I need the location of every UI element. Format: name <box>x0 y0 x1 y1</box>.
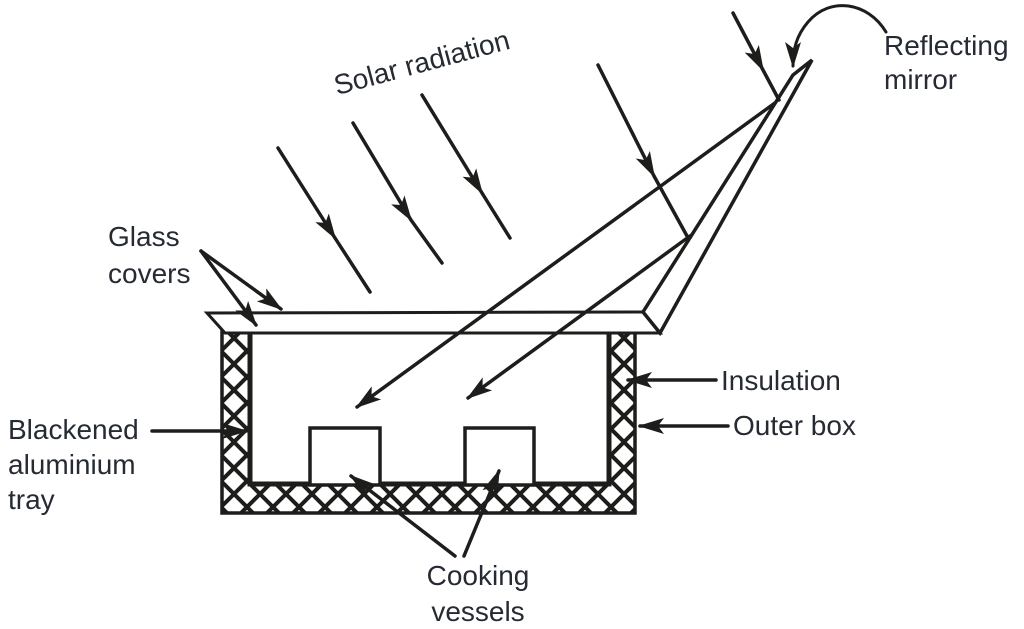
cooking-vessel-left <box>308 426 382 487</box>
glass-covers-panel <box>203 310 664 335</box>
reflected-ray-left <box>355 98 781 409</box>
reflecting-mirror-label: Reflecting mirror <box>884 30 1009 95</box>
solar-ray-4 <box>596 63 689 238</box>
glass-covers-pointer-top <box>199 249 283 311</box>
reflected-ray-right <box>466 234 692 400</box>
outer-box-label: Outer box <box>733 410 856 441</box>
solar-ray-1 <box>276 146 372 294</box>
cooking-vessels-pointer-left <box>349 474 457 558</box>
cooking-vessels-pointer-right <box>462 469 501 558</box>
solar-ray-2 <box>351 121 444 265</box>
reflecting-mirror-pointer-arrow <box>785 4 888 68</box>
reflecting-mirror-shape <box>640 58 814 337</box>
insulation-label: Insulation <box>721 365 841 396</box>
glass-covers-pointer-bottom <box>199 249 258 327</box>
glass-covers-label: Glass covers <box>108 221 191 289</box>
solar-ray-3 <box>420 93 512 240</box>
cooking-vessels-label: Cooking vessels <box>426 560 530 627</box>
solar-ray-5 <box>731 11 781 102</box>
blackened-tray-label: Blackened aluminium tray <box>8 414 139 515</box>
cooking-vessel-right <box>463 426 536 487</box>
